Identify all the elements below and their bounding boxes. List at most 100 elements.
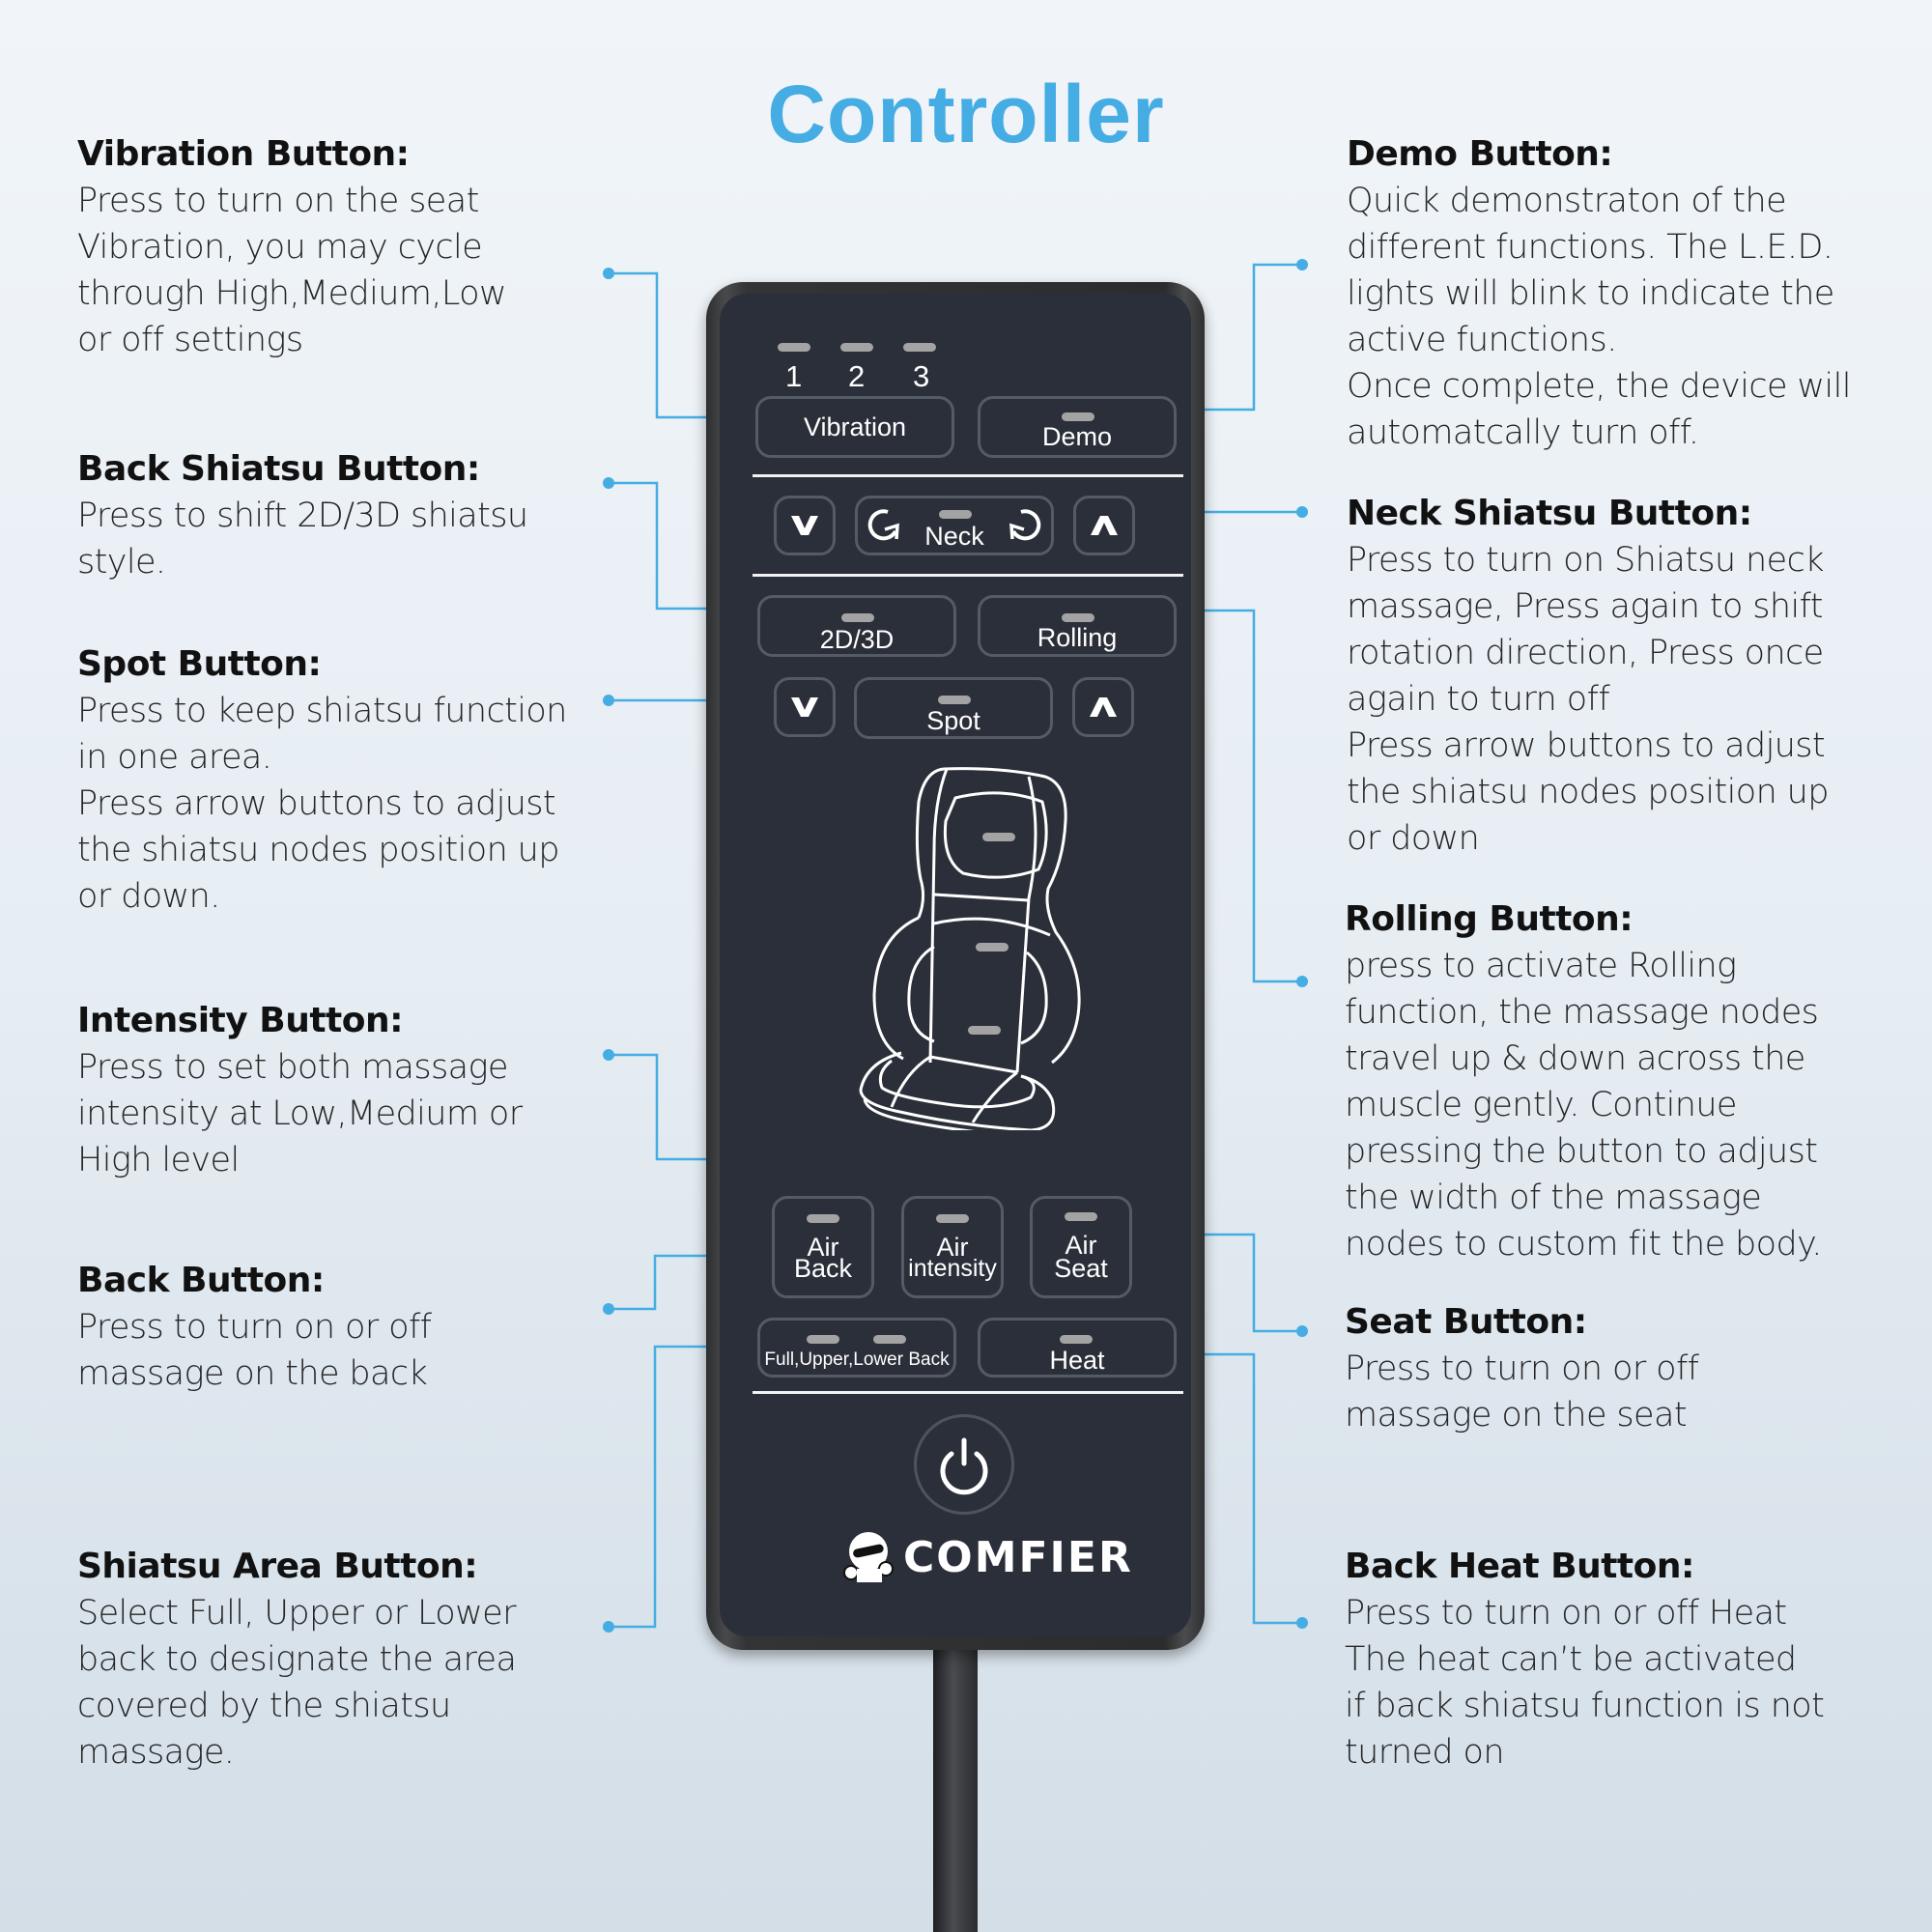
callout-body: Select Full, Upper or Lower back to desi… [77,1594,517,1772]
callout-vibration: Vibration Button: Press to turn on the s… [77,131,507,363]
remote-controller: 1 2 3 Vibration Demo Neck [706,282,1205,1650]
spot-led [938,696,971,704]
air-back-led [807,1214,839,1223]
vibration-level-1-led [778,343,810,352]
chevron-down-icon [791,697,818,717]
callout-heading: Shiatsu Area Button: [77,1547,478,1586]
neck-button-label: Neck [924,522,984,551]
vibration-level-2-label: 2 [848,359,866,393]
spot-button-label: Spot [926,706,980,735]
air-back-button[interactable]: Air Back [772,1196,874,1298]
callout-shiatsu-area: Shiatsu Area Button: Select Full, Upper … [77,1544,517,1776]
divider [753,574,1183,577]
vibration-level-2-led [840,343,873,352]
heat-button-label: Heat [1049,1346,1105,1375]
power-icon [940,1437,988,1495]
vibration-level-3-led [903,343,936,352]
callout-heading: Back Button: [77,1261,325,1300]
rotate-clockwise-icon [1009,509,1041,541]
air-seat-line2: Seat [1054,1254,1108,1283]
callout-body: press to activate Rolling function, the … [1345,947,1822,1264]
rolling-button[interactable]: Rolling [978,595,1177,657]
air-intensity-led [936,1214,969,1223]
demo-button-label: Demo [1041,422,1113,451]
callout-heading: Spot Button: [77,644,322,684]
callout-body: Press to turn on the seat Vibration, you… [77,182,507,359]
air-intensity-line2: intensity [908,1255,997,1282]
neck-led [939,510,972,519]
callout-demo: Demo Button: Quick demonstraton of the d… [1347,131,1851,456]
callout-heading: Demo Button: [1347,134,1613,174]
divider [753,474,1183,477]
area-led-1 [807,1335,839,1344]
heat-button[interactable]: Heat [978,1318,1177,1378]
callout-body: Press to turn on or off massage on the b… [77,1308,432,1393]
callout-body: Press to keep shiatsu function in one ar… [77,692,567,916]
air-seat-button[interactable]: Air Seat [1030,1196,1132,1298]
callout-intensity: Intensity Button: Press to set both mass… [77,998,523,1183]
massage-seat-icon [859,767,1081,1130]
callout-seat: Seat Button: Press to turn on or off mas… [1345,1299,1699,1438]
power-button[interactable] [914,1414,1014,1515]
2d-3d-button-label: 2D/3D [819,625,895,654]
lower-back-zone-led [968,1026,1001,1035]
spot-down-button[interactable] [774,677,836,737]
rolling-button-label: Rolling [1037,623,1118,652]
callout-heading: Seat Button: [1345,1302,1587,1342]
air-intensity-line1: Air [936,1233,969,1262]
callout-body: Press to set both massage intensity at L… [77,1048,523,1179]
callout-back: Back Button: Press to turn on or off mas… [77,1258,432,1397]
callout-body: Press to shift 2D/3D shiatsu style. [77,497,528,582]
divider [753,1391,1183,1394]
callout-body: Press to turn on Shiatsu neck massage, P… [1347,541,1829,858]
back-zone-led [976,943,1009,952]
vibration-button-label: Vibration [803,412,907,441]
callout-body: Press to turn on or off massage on the s… [1345,1350,1699,1435]
callout-body: Quick demonstraton of the different func… [1347,182,1851,452]
rolling-led [1062,613,1094,622]
shiatsu-area-button[interactable]: Full,Upper,Lower Back [757,1318,956,1378]
air-seat-line1: Air [1065,1231,1097,1260]
callout-back-shiatsu: Back Shiatsu Button: Press to shift 2D/3… [77,446,528,585]
vibration-button[interactable]: Vibration [755,396,954,458]
heat-led [1060,1335,1093,1344]
controller-face: 1 2 3 Vibration Demo Neck [720,294,1191,1636]
callout-spot: Spot Button: Press to keep shiatsu funct… [77,641,567,920]
shiatsu-area-label: Full,Upper,Lower Back [764,1350,950,1370]
area-led-2 [873,1335,906,1344]
chevron-up-icon [1090,697,1117,717]
brand-mascot-icon [843,1532,894,1582]
demo-led [1062,412,1094,421]
callout-back-heat: Back Heat Button: Press to turn on or of… [1345,1544,1825,1776]
callout-heading: Rolling Button: [1345,899,1634,939]
air-back-line1: Air [807,1233,839,1262]
air-intensity-button[interactable]: Air intensity [901,1196,1004,1298]
demo-button[interactable]: Demo [978,396,1177,458]
air-seat-led [1065,1212,1097,1221]
callout-heading: Back Shiatsu Button: [77,449,480,489]
callout-neck-shiatsu: Neck Shiatsu Button: Press to turn on Sh… [1347,491,1829,862]
rotate-counterclockwise-icon [867,509,899,541]
callout-body: Press to turn on or off Heat The heat ca… [1345,1594,1825,1772]
controller-cable [933,1642,978,1932]
chevron-up-icon [1091,516,1118,535]
spot-button[interactable]: Spot [854,677,1053,739]
2d-3d-button[interactable]: 2D/3D [757,595,956,657]
callout-heading: Back Heat Button: [1345,1547,1694,1586]
neck-down-button[interactable] [774,496,836,555]
page-title: Controller [767,69,1165,159]
callout-heading: Intensity Button: [77,1001,403,1040]
chevron-down-icon [791,516,818,535]
vibration-level-1-label: 1 [785,359,803,393]
neck-button[interactable]: Neck [855,496,1054,555]
2d-3d-led [841,613,874,622]
spot-up-button[interactable] [1072,677,1134,737]
neck-zone-led [982,833,1015,841]
vibration-level-3-label: 3 [913,359,930,393]
brand-name: COMFIER [903,1532,1133,1582]
neck-up-button[interactable] [1073,496,1135,555]
callout-rolling: Rolling Button: press to activate Rollin… [1345,896,1822,1267]
callout-heading: Vibration Button: [77,134,410,174]
callout-heading: Neck Shiatsu Button: [1347,494,1752,533]
